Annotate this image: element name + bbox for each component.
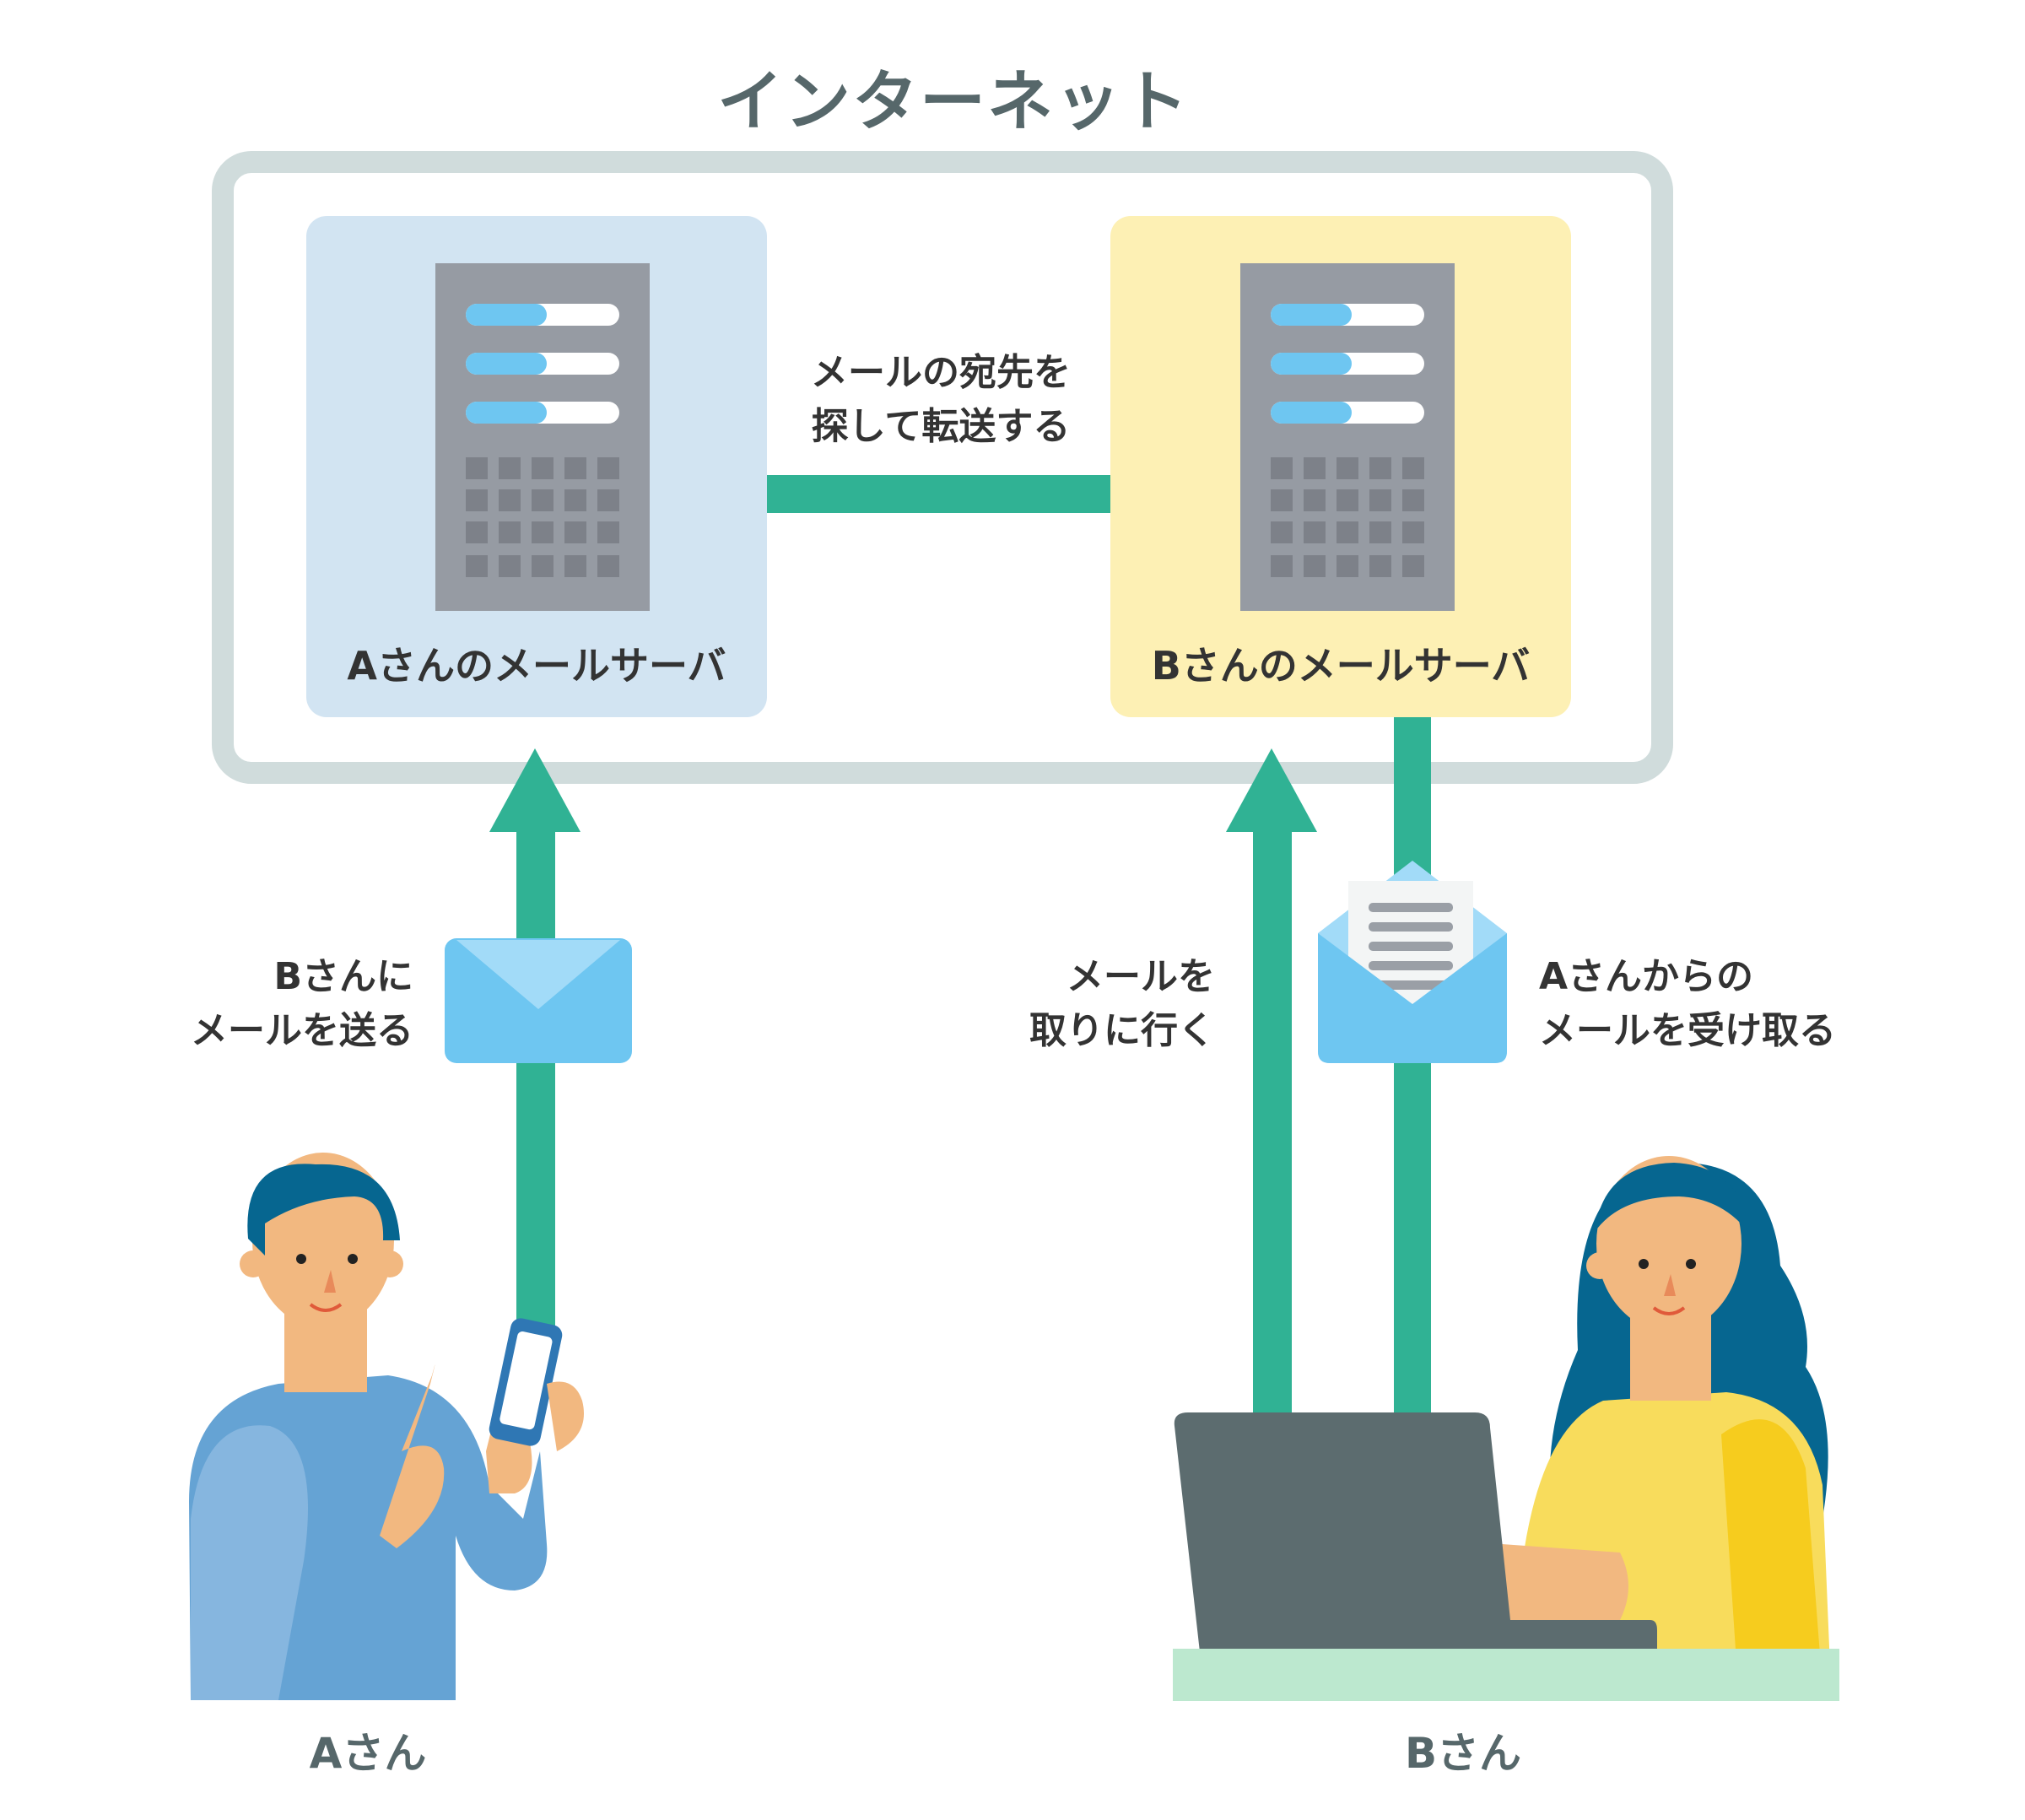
server-rack-icon — [435, 263, 650, 611]
server-a-label: Aさんのメールサーバ — [347, 643, 726, 689]
fetch-arrow — [1226, 748, 1317, 1412]
forward-label: メールの宛先を 探して転送する — [811, 351, 1071, 448]
open-envelope-icon — [1318, 861, 1507, 1063]
diagram-title: インターネット — [716, 64, 1190, 140]
desk — [1173, 1649, 1839, 1701]
person-a-label: Aさん — [309, 1729, 427, 1778]
send-label: Bさんに メールを送る — [191, 955, 413, 1052]
receive-line — [1394, 717, 1431, 1412]
server-rack-icon — [1240, 263, 1455, 611]
receive-label: Aさんからの メールを受け取る — [1539, 955, 1836, 1052]
person-a-illustration — [189, 1153, 584, 1700]
person-b-label: Bさん — [1404, 1729, 1522, 1778]
server-connector-line — [767, 475, 1110, 513]
person-b-illustration — [1173, 1156, 1839, 1701]
server-b-label: Bさんのメールサーバ — [1151, 643, 1531, 689]
laptop-icon — [1174, 1412, 1657, 1652]
send-arrow — [489, 748, 580, 1328]
fetch-label: メールを 取りに行く — [1029, 955, 1215, 1052]
envelope-icon — [445, 938, 632, 1063]
